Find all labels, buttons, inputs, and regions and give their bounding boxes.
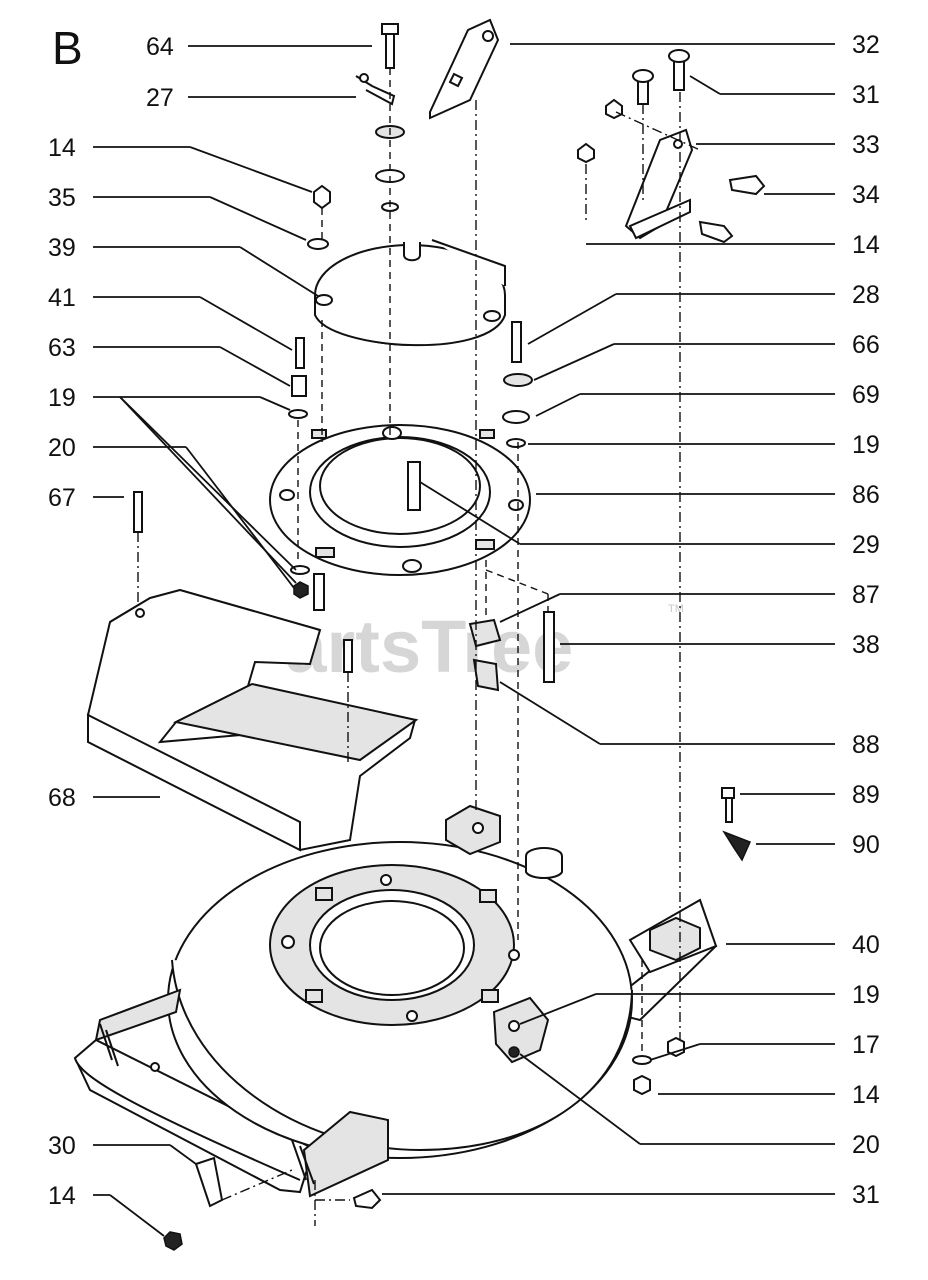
callout-label: 19 — [852, 431, 880, 459]
callout-label: 17 — [852, 1031, 880, 1059]
leader-lines — [93, 43, 835, 1237]
callout-label: 14 — [48, 1182, 76, 1210]
callout-label: 64 — [146, 33, 174, 61]
callout-label: 14 — [48, 134, 76, 162]
watermark-tm: TM — [668, 603, 684, 615]
callout-label: 32 — [852, 31, 880, 59]
support-plate — [269, 424, 531, 576]
callout-label: 69 — [852, 381, 880, 409]
callout-label: 14 — [852, 1081, 880, 1109]
retainer-ring — [314, 239, 506, 346]
callout-label: 66 — [852, 331, 880, 359]
callout-label: 90 — [852, 831, 880, 859]
callout-label: 33 — [852, 131, 880, 159]
callout-label: 20 — [852, 1131, 880, 1159]
assembly-lines — [137, 68, 701, 1226]
callout-label: 88 — [852, 731, 880, 759]
callout-label: 87 — [852, 581, 880, 609]
callout-label: 19 — [48, 384, 76, 412]
callout-label: 28 — [852, 281, 880, 309]
upper-bracket — [429, 18, 500, 120]
callout-label: 89 — [852, 781, 880, 809]
callout-label: 68 — [48, 784, 76, 812]
hardware — [133, 23, 766, 1251]
left-callouts: 64 27 14 35 39 41 63 19 20 67 68 30 14 — [48, 33, 174, 1210]
callout-label: 29 — [852, 531, 880, 559]
callout-label: 27 — [146, 84, 174, 112]
mower-deck — [73, 804, 718, 1198]
callout-label: 40 — [852, 931, 880, 959]
callout-label: 38 — [852, 631, 880, 659]
callout-label: 19 — [852, 981, 880, 1009]
callout-label: 34 — [852, 181, 880, 209]
callout-label: 41 — [48, 284, 76, 312]
deck-cover — [86, 588, 419, 852]
callout-label: 31 — [852, 1181, 880, 1209]
side-bracket — [624, 128, 694, 240]
callout-label: 86 — [852, 481, 880, 509]
callout-label: 20 — [48, 434, 76, 462]
callout-label: 30 — [48, 1132, 76, 1160]
section-letter: B — [52, 22, 83, 74]
callout-label: 63 — [48, 334, 76, 362]
callout-label: 31 — [852, 81, 880, 109]
right-callouts: 32 31 33 34 14 28 66 69 19 86 29 87 38 8… — [852, 31, 880, 1209]
callout-label: 35 — [48, 184, 76, 212]
callout-label: 14 — [852, 231, 880, 259]
callout-label: 67 — [48, 484, 76, 512]
callout-label: 39 — [48, 234, 76, 262]
